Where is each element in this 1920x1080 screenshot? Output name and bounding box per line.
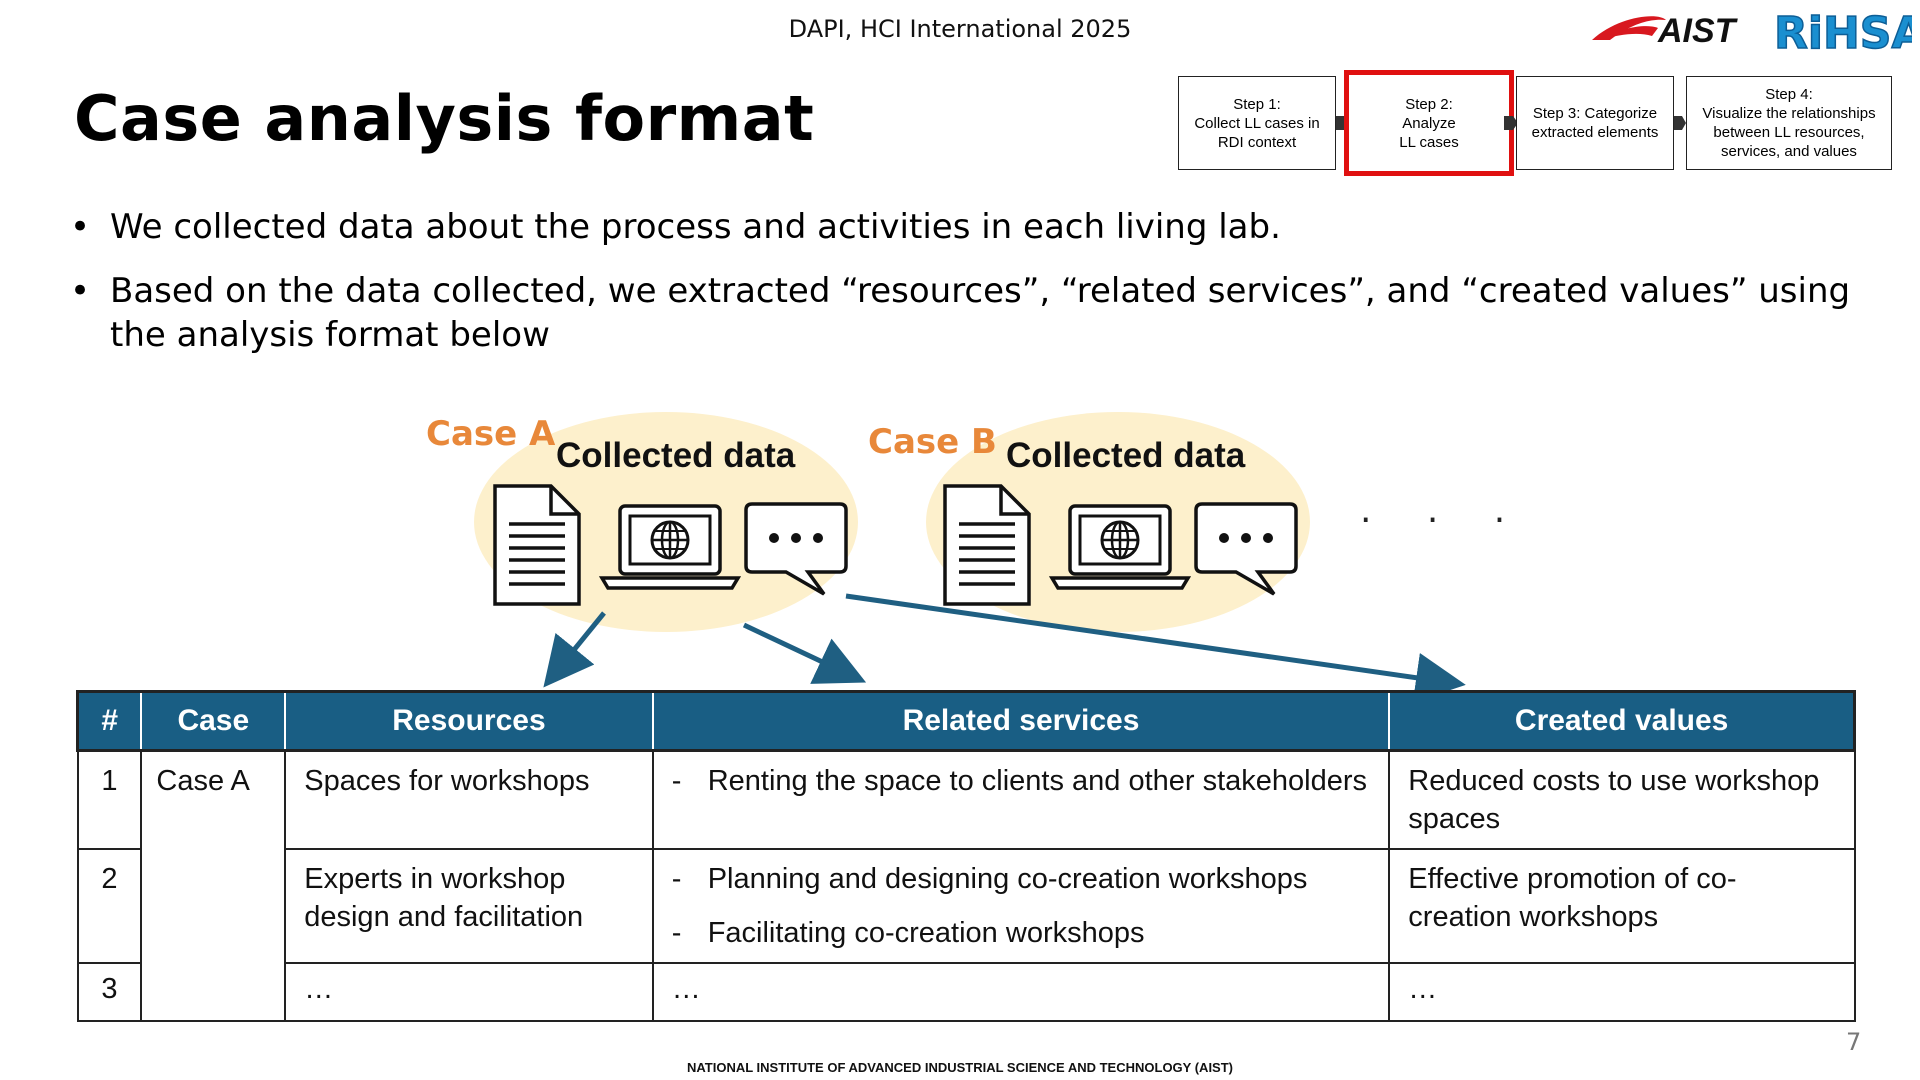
ellipsis-more-cases: · · · xyxy=(1360,500,1528,541)
case-analysis-table: # Case Resources Related services Create… xyxy=(76,690,1857,1022)
services-cell: - Renting the space to clients and other… xyxy=(651,749,1391,850)
bullet-item: • We collected data about the process an… xyxy=(70,205,1880,249)
row-number: 3 xyxy=(76,962,143,1022)
aist-logo: AIST xyxy=(1592,12,1739,50)
column-header: # xyxy=(76,690,143,752)
aist-logo-text: AIST xyxy=(1657,12,1739,50)
step-3-box: Step 3: Categorize extracted elements xyxy=(1516,76,1674,170)
bullet-text: We collected data about the process and … xyxy=(110,207,1281,247)
dash-marker: - xyxy=(671,863,682,895)
table-row: 3 … … … xyxy=(76,962,1856,1022)
table-row: 2 Experts in workshop design and facilit… xyxy=(76,848,1856,964)
step-4-box: Step 4: Visualize the relationships betw… xyxy=(1686,76,1892,170)
dash-marker: - xyxy=(671,765,682,797)
value-cell: Effective promotion of co-creation works… xyxy=(1388,848,1856,964)
table-header-row: # Case Resources Related services Create… xyxy=(76,690,1857,752)
arrow-to-resources xyxy=(543,611,606,688)
step-arrow-icon xyxy=(1504,116,1518,130)
step-1-box: Step 1: Collect LL cases in RDI context xyxy=(1178,76,1336,170)
step-arrow-icon xyxy=(1674,116,1686,130)
service-item: - Facilitating co-creation workshops xyxy=(672,914,1371,952)
bullet-item: • Based on the data collected, we extrac… xyxy=(70,269,1880,357)
bullet-dot: • xyxy=(70,271,91,311)
bullet-text: Based on the data collected, we extracte… xyxy=(110,271,1851,355)
row-number: 1 xyxy=(76,749,143,850)
service-text: Planning and designing co-creation works… xyxy=(707,863,1308,895)
resource-cell: … xyxy=(284,962,654,1022)
collected-data-label: Collected data xyxy=(556,436,796,475)
services-cell: … xyxy=(651,962,1391,1022)
value-cell: … xyxy=(1388,962,1856,1022)
column-header: Case xyxy=(140,690,287,752)
services-cell: - Planning and designing co-creation wor… xyxy=(651,848,1391,964)
bullet-dot: • xyxy=(70,207,91,247)
arrow-to-values xyxy=(845,593,1466,703)
service-item: - Renting the space to clients and other… xyxy=(672,762,1371,800)
collected-data-label: Collected data xyxy=(1006,436,1246,475)
footer-institute: NATIONAL INSTITUTE OF ADVANCED INDUSTRIA… xyxy=(686,1060,1233,1075)
service-text: Renting the space to clients and other s… xyxy=(707,765,1368,797)
rihsa-logo-text: RiHSA xyxy=(1774,8,1912,56)
resource-cell: Experts in workshop design and facilitat… xyxy=(284,848,654,964)
dash-marker: - xyxy=(671,917,682,949)
step-2-label: Step 2: Analyze LL cases xyxy=(1399,95,1459,151)
row-number: 2 xyxy=(76,848,143,964)
case-a-label: Case A xyxy=(426,414,556,454)
arrow-to-services xyxy=(742,622,867,684)
step-4-label: Step 4: Visualize the relationships betw… xyxy=(1702,86,1876,160)
conference-header: DAPI, HCI International 2025 xyxy=(788,15,1132,43)
service-text: Facilitating co-creation workshops xyxy=(707,917,1145,949)
step-3-label: Step 3: Categorize extracted elements xyxy=(1531,105,1659,141)
service-item: - Planning and designing co-creation wor… xyxy=(672,860,1371,898)
case-b-label: Case B xyxy=(868,422,997,462)
page-number: 7 xyxy=(1846,1028,1862,1056)
resource-cell: Spaces for workshops xyxy=(284,749,654,850)
rihsa-logo: RiHSA xyxy=(1773,7,1912,56)
table-row: 1 Case A Spaces for workshops - Renting … xyxy=(76,749,1856,1022)
step-1-label: Step 1: Collect LL cases in RDI context xyxy=(1194,95,1320,151)
document-icon xyxy=(493,484,581,606)
column-header: Related services xyxy=(651,690,1391,752)
column-header: Created values xyxy=(1388,690,1857,752)
column-header: Resources xyxy=(284,690,654,752)
case-cell: Case A xyxy=(140,749,287,1022)
value-cell: Reduced costs to use workshop spaces xyxy=(1388,749,1856,850)
slide-title: Case analysis format xyxy=(74,82,815,155)
bullet-list: • We collected data about the process an… xyxy=(70,205,1880,377)
document-icon xyxy=(943,484,1031,606)
